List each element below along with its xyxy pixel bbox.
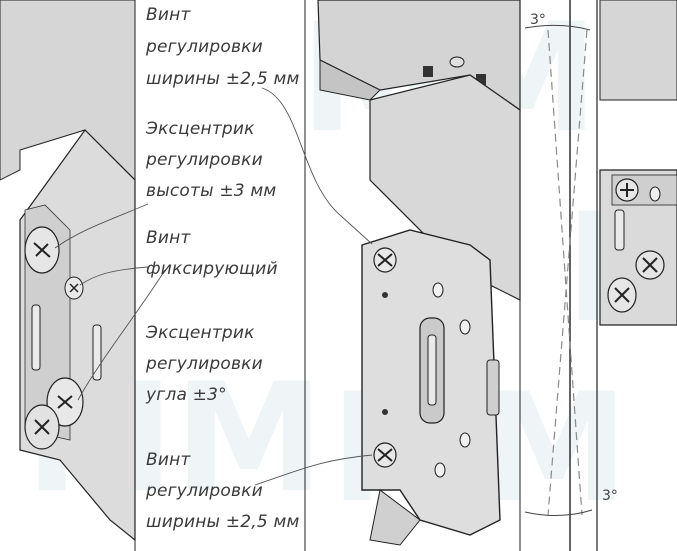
- callout-line: регулировки: [145, 150, 263, 170]
- left-hinge-view: [0, 0, 136, 551]
- callout-line: регулировки: [145, 354, 263, 374]
- right-angle-view: 3° 3°: [524, 0, 677, 551]
- callout-line: ширины ±2,5 мм: [146, 69, 300, 89]
- callout-line: высоты ±3 мм: [146, 181, 276, 201]
- angle-label-top: 3°: [530, 12, 546, 28]
- callout-line: угла ±3°: [145, 385, 227, 405]
- callout-height-eccentric: Эксцентрик регулировки высоты ±3 мм: [145, 119, 276, 201]
- callout-line: Винт: [146, 228, 191, 248]
- callout-line: Эксцентрик: [145, 323, 255, 343]
- callout-line: ширины ±2,5 мм: [146, 512, 300, 532]
- callout-line: регулировки: [145, 481, 263, 501]
- middle-hinge-view: [304, 0, 521, 551]
- callout-width-screw-top: Винт регулировки ширины ±2,5 мм: [145, 5, 300, 89]
- angle-label-bottom: 3°: [602, 488, 618, 504]
- callout-line: Винт: [146, 5, 191, 25]
- callout-line: регулировки: [145, 37, 263, 57]
- callout-line: Эксцентрик: [145, 119, 255, 139]
- callout-width-screw-bottom: Винт регулировки ширины ±2,5 мм: [145, 450, 300, 532]
- callout-line: Винт: [146, 450, 191, 470]
- callout-fixing-screw: Винт фиксирующий: [146, 228, 278, 279]
- leader-lines: [54, 87, 373, 486]
- callout-angle-eccentric: Эксцентрик регулировки угла ±3°: [145, 323, 263, 405]
- callout-line: фиксирующий: [146, 259, 278, 279]
